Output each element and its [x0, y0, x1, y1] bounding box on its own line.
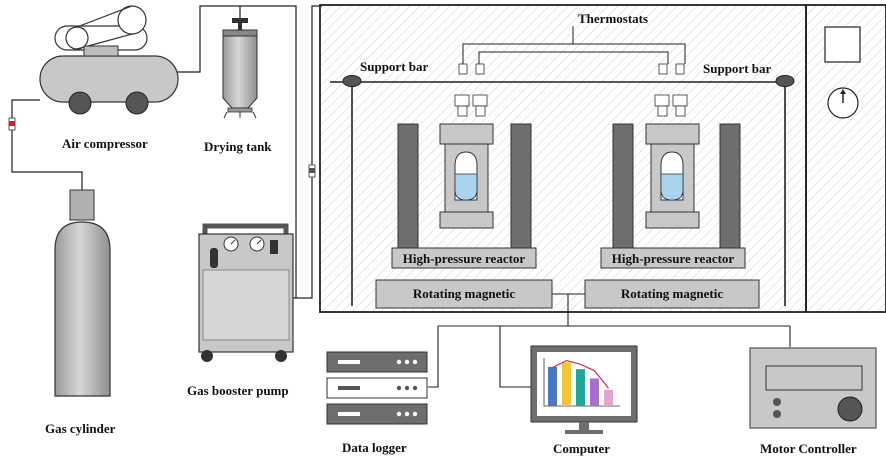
- motor-controller: Motor Controller: [749, 347, 877, 456]
- screen-chart-bar: [604, 389, 613, 406]
- air-compressor-label: Air compressor: [62, 136, 148, 151]
- data-logger: Data logger: [326, 351, 428, 455]
- reactor-left-label: High-pressure reactor: [403, 251, 526, 266]
- computer: Computer: [530, 345, 638, 456]
- support-bar-left-label: Support bar: [360, 59, 428, 74]
- gas-cylinder: Gas cylinder: [45, 189, 116, 436]
- reactor-right-label: High-pressure reactor: [612, 251, 735, 266]
- line-compressor-to-cylinder: [11, 99, 83, 190]
- screen-chart-bar: [590, 378, 599, 406]
- gas-cylinder-label: Gas cylinder: [45, 421, 116, 436]
- gas-booster-pump: Gas booster pump: [187, 223, 294, 398]
- gas-booster-pump-label: Gas booster pump: [187, 383, 289, 398]
- computer-screen-chart: [543, 358, 620, 407]
- support-bar-right-label: Support bar: [703, 61, 771, 76]
- valve-right: [308, 164, 316, 178]
- motor-controller-label: Motor Controller: [760, 441, 857, 456]
- air-compressor: Air compressor: [39, 5, 179, 151]
- screen-chart-bar: [576, 369, 585, 406]
- computer-label: Computer: [553, 441, 610, 456]
- screen-chart-bar: [548, 366, 557, 406]
- drying-tank-label: Drying tank: [204, 139, 272, 154]
- valve-left: [8, 117, 16, 131]
- thermostat-connection: [462, 26, 686, 64]
- drying-tank: Drying tank: [204, 18, 272, 154]
- line-compressor-to-drying-tank: [173, 5, 241, 73]
- magnetic-left-label: Rotating magnetic: [413, 286, 515, 301]
- screen-chart-trend-line: [552, 359, 609, 389]
- reactor-assembly-left: High-pressure reactor Rotating magnetic: [375, 63, 553, 309]
- magnetic-right-label: Rotating magnetic: [621, 286, 723, 301]
- signal-lines: [428, 293, 791, 388]
- thermostats-label: Thermostats: [578, 11, 648, 26]
- data-logger-label: Data logger: [342, 440, 407, 455]
- screen-chart-bar: [562, 362, 571, 406]
- line-booster-to-thermostat: [296, 5, 322, 299]
